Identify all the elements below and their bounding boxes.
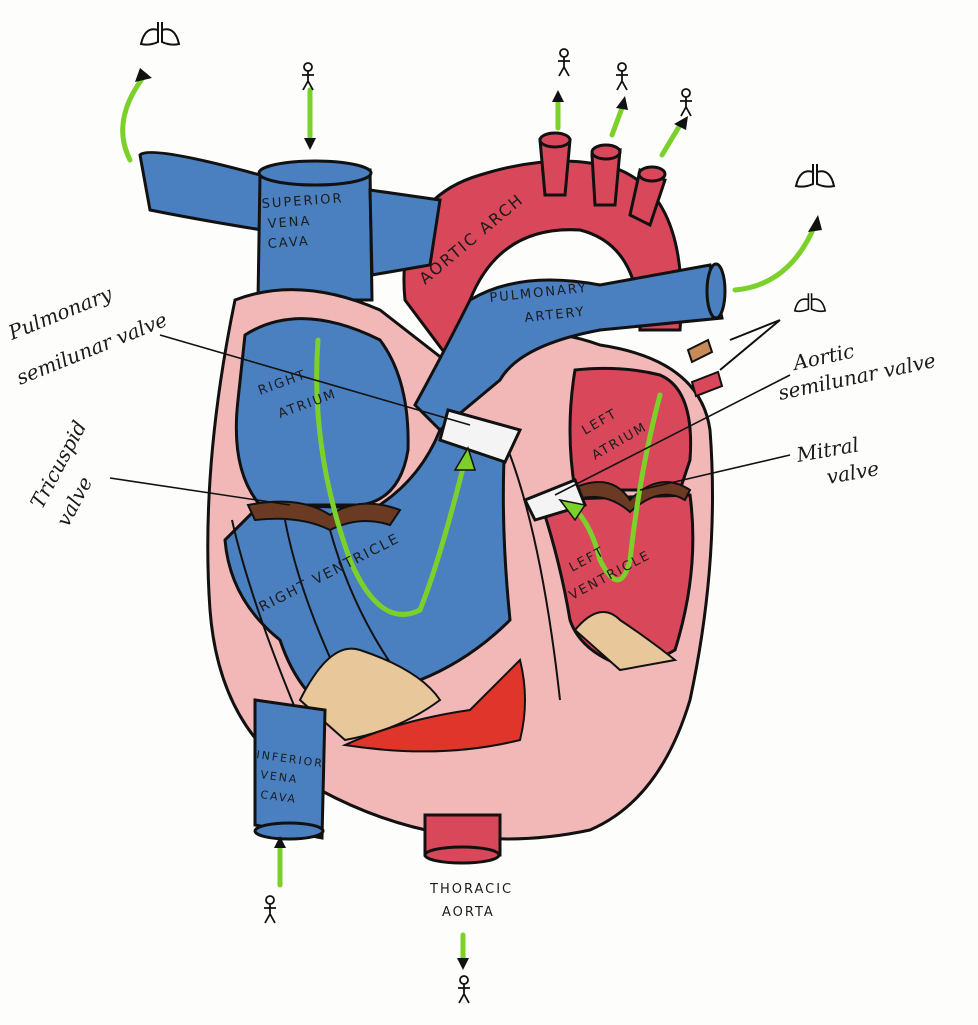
person-icon bbox=[679, 88, 693, 117]
flow-arrow-svc-to-lungs bbox=[120, 72, 148, 163]
superior-vena-cava-branch bbox=[138, 151, 264, 232]
label-thoracic-aorta-2: AORTA bbox=[442, 905, 495, 920]
label-inferior-vena-cava-2: VENA bbox=[260, 768, 300, 786]
person-icon bbox=[557, 48, 571, 77]
trabeculae bbox=[341, 658, 526, 753]
flow-arrow-pa-to-lungs bbox=[732, 222, 818, 293]
pulmonary-artery bbox=[413, 263, 724, 433]
chordae-left bbox=[573, 611, 678, 672]
label-inferior-vena-cava-3: CAVA bbox=[260, 788, 298, 806]
tricuspid-valve bbox=[246, 500, 402, 532]
lungs-icon bbox=[793, 292, 827, 313]
flow-arrow-lungs-to-pv bbox=[719, 319, 781, 371]
right-ventricle bbox=[223, 428, 512, 722]
label-superior-vena-cava-1: SUPERIOR bbox=[261, 191, 344, 212]
person-icon bbox=[301, 62, 315, 91]
aortic-arch bbox=[402, 159, 683, 385]
superior-vena-cava bbox=[256, 168, 374, 302]
leader-tricuspid bbox=[109, 477, 291, 506]
pulmonary-semilunar-valve bbox=[438, 408, 523, 464]
person-icon bbox=[457, 975, 471, 1004]
label-thoracic-aorta-1: THORACIC bbox=[429, 882, 513, 897]
lungs-icon bbox=[140, 21, 180, 46]
flow-arrow-branch-2 bbox=[609, 105, 625, 138]
inferior-vena-cava bbox=[253, 698, 327, 840]
label-pulmonary-artery-2: ARTERY bbox=[524, 305, 587, 326]
flow-arrow-la-to-lv bbox=[567, 392, 663, 583]
lungs-icon bbox=[795, 163, 835, 188]
flow-arrow-branch-3 bbox=[659, 122, 683, 158]
callout-mitral-2: valve bbox=[825, 456, 881, 489]
leader-mitral bbox=[639, 454, 791, 491]
svc-right-connector bbox=[368, 188, 442, 277]
right-atrium bbox=[234, 317, 410, 507]
mitral-valve bbox=[568, 481, 692, 514]
flow-arrow-ra-to-rv bbox=[314, 337, 468, 617]
leader-aortic-semilunar bbox=[554, 374, 791, 496]
person-icon bbox=[615, 62, 629, 91]
label-superior-vena-cava-3: CAVA bbox=[267, 234, 310, 252]
person-icon bbox=[263, 895, 277, 924]
leader-pulmonary-semilunar bbox=[159, 334, 471, 426]
label-superior-vena-cava-2: VENA bbox=[267, 214, 312, 232]
